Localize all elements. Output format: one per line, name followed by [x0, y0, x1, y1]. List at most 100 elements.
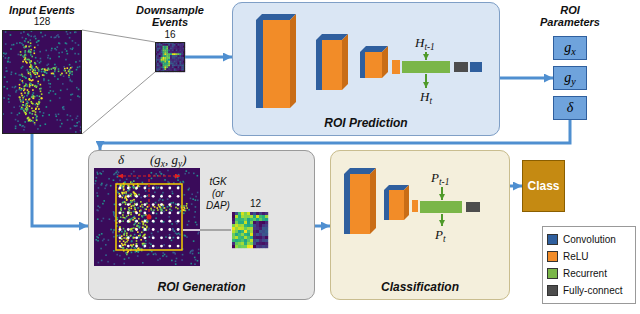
event-dot [130, 244, 132, 246]
event-dot [101, 260, 103, 262]
event-cell [164, 44, 166, 46]
event-dot [113, 236, 115, 238]
event-dot [123, 233, 125, 235]
event-dot [171, 260, 173, 262]
legend-row: Fully-connect [547, 282, 631, 299]
event-dot [20, 74, 22, 76]
event-dot [25, 54, 27, 56]
event-dot [188, 189, 190, 191]
event-dot [35, 72, 37, 74]
event-dot [58, 36, 60, 38]
event-cell [265, 218, 268, 221]
event-cell [164, 63, 166, 65]
event-dot [186, 203, 188, 205]
conv-layer [344, 168, 480, 234]
parameter-box: gx [553, 36, 587, 60]
event-dot [154, 206, 156, 208]
event-dot [147, 206, 149, 208]
event-cell [241, 245, 244, 248]
event-cell [253, 227, 256, 230]
event-dot [119, 180, 121, 182]
event-dot [24, 105, 26, 107]
event-dot [37, 67, 39, 69]
event-cell [166, 55, 168, 57]
event-dot [175, 260, 177, 262]
event-dot [60, 74, 62, 76]
event-dot [25, 46, 27, 48]
event-dot [113, 214, 115, 216]
event-cell [232, 239, 235, 242]
event-dot [122, 186, 124, 188]
sample-point [177, 228, 180, 231]
event-dot [22, 82, 24, 84]
event-dot [155, 202, 157, 204]
sample-point [160, 187, 163, 190]
event-dot [60, 119, 62, 121]
event-cell [174, 63, 176, 65]
event-dot [28, 119, 30, 121]
event-cell [172, 50, 174, 52]
event-dot [36, 85, 38, 87]
event-cell [174, 53, 176, 55]
sample-point [144, 220, 147, 223]
event-dot [178, 233, 180, 235]
event-cell [256, 218, 259, 221]
event-dot [33, 69, 35, 71]
event-cell [253, 236, 256, 239]
event-dot [25, 45, 27, 47]
event-dot [125, 193, 127, 195]
flow-arrow [32, 134, 88, 226]
event-dot [131, 201, 133, 203]
event-dot [24, 121, 26, 123]
event-dot [57, 78, 59, 80]
event-dot [196, 224, 198, 226]
flow-arrow [500, 77, 553, 80]
event-dot [140, 248, 142, 250]
event-cell [256, 221, 259, 224]
event-dot [20, 124, 22, 126]
event-cell [174, 55, 176, 57]
event-cell [244, 224, 247, 227]
event-dot [157, 209, 159, 211]
event-dot [71, 81, 73, 83]
event-cell [250, 239, 253, 242]
event-cell [166, 44, 168, 46]
event-dot [38, 108, 40, 110]
event-cell [178, 48, 180, 50]
event-cell [262, 212, 265, 215]
center-mark [148, 172, 149, 217]
event-cell [178, 44, 180, 46]
event-dot [127, 190, 129, 192]
sample-point [119, 187, 122, 190]
event-dot [17, 120, 19, 122]
event-dot [19, 87, 21, 89]
event-dot [68, 76, 70, 78]
event-cell [241, 239, 244, 242]
event-dot [149, 236, 151, 238]
event-dot [137, 207, 139, 209]
event-dot [27, 71, 29, 73]
event-dot [103, 200, 105, 202]
event-cell [172, 44, 174, 46]
event-dot [40, 58, 42, 60]
event-cell [163, 53, 165, 55]
event-cell [253, 221, 256, 224]
event-cell [170, 50, 172, 52]
event-dot [29, 62, 31, 64]
event-cell [238, 221, 241, 224]
event-dot [157, 259, 159, 261]
event-cell [262, 230, 265, 233]
event-dot [130, 208, 132, 210]
event-dot [184, 173, 186, 175]
sample-point [152, 212, 155, 215]
text-run: H [420, 89, 429, 104]
event-dot [136, 243, 138, 245]
event-dot [31, 113, 33, 115]
event-dot [7, 61, 9, 63]
event-cell [179, 61, 181, 63]
event-cell [161, 59, 163, 61]
event-cell [244, 245, 247, 248]
event-dot [192, 253, 194, 255]
event-dot [125, 252, 127, 254]
stage-title: Classification [331, 280, 509, 294]
